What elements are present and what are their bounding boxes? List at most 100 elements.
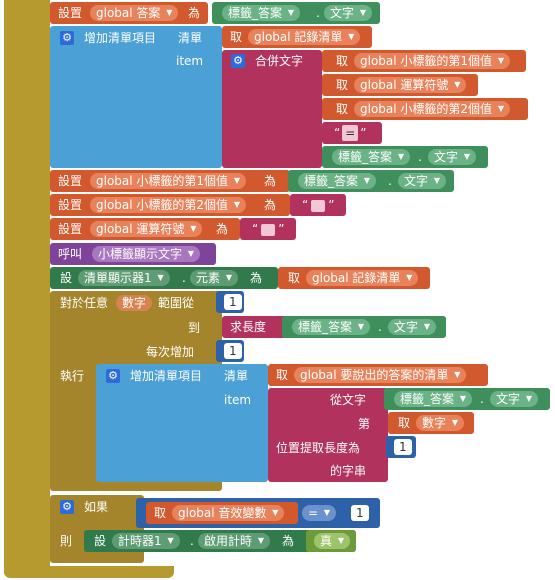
empty-string-box[interactable] — [311, 199, 326, 212]
dropdown-arrow-icon: ▼ — [348, 32, 355, 41]
dropdown-arrow-icon: ▼ — [323, 508, 331, 517]
dropdown-arrow-icon: ▼ — [433, 176, 441, 185]
variable-dropdown-first-value[interactable]: global 小標籤的第1個值▼ — [354, 53, 511, 69]
set-short-keyword: 設 — [94, 534, 107, 548]
component-dropdown[interactable]: 標籤_答案▼ — [222, 5, 301, 21]
get-keyword: 取 — [336, 54, 349, 68]
variable-dropdown-second-value[interactable]: global 小標籤的第2個值▼ — [90, 197, 247, 213]
component-dropdown-timer[interactable]: 計時器1▼ — [112, 533, 180, 549]
component-dropdown[interactable]: 標籤_答案▼ — [394, 391, 473, 407]
substring-block[interactable] — [268, 388, 388, 482]
property-dropdown[interactable]: 文字▼ — [490, 391, 539, 407]
dropdown-arrow-icon: ▼ — [190, 224, 197, 233]
number-value-length[interactable]: 1 — [394, 439, 412, 455]
number-value-step[interactable]: 1 — [224, 343, 242, 359]
length-label: 求長度 — [230, 320, 267, 334]
variable-dropdown-operator[interactable]: global 運算符號▼ — [354, 77, 467, 93]
variable-name: global 記錄清單 — [254, 30, 343, 44]
property-name: 文字 — [404, 174, 429, 188]
dot-separator: . — [190, 534, 194, 548]
add-items-label: 增加清單項目 — [84, 31, 157, 45]
component-dropdown[interactable]: 標籤_答案▼ — [292, 319, 371, 335]
component-dropdown-listview[interactable]: 清單顯示器1▼ — [78, 270, 170, 286]
join-text-block[interactable] — [222, 50, 322, 168]
variable-name: global 要說出的答案的清單 — [300, 368, 449, 382]
variable-dropdown-record-list[interactable]: global 記錄清單 ▼ — [248, 29, 361, 45]
variable-name: global 小標籤的第2個值 — [360, 102, 493, 116]
property-dropdown[interactable]: 文字▼ — [428, 149, 477, 165]
dot-separator: . — [418, 150, 422, 164]
gear-icon[interactable]: ⚙ — [106, 369, 120, 383]
gear-icon[interactable]: ⚙ — [60, 500, 74, 514]
set-keyword: 設置 — [58, 198, 83, 212]
variable-dropdown-digit[interactable]: 數字▼ — [416, 415, 465, 431]
boolean-value: 真 — [320, 534, 333, 548]
item-label: item — [224, 393, 252, 407]
variable-name: global 音效變數 — [178, 506, 267, 520]
variable-dropdown-record-list[interactable]: global 記錄清單▼ — [306, 270, 419, 286]
property-name: 元素 — [196, 271, 221, 285]
to-keyword: 為 — [188, 6, 201, 20]
boolean-dropdown[interactable]: 真▼ — [314, 533, 351, 549]
string-literal-empty[interactable]: “” — [252, 222, 285, 236]
dot-separator: . — [378, 320, 382, 334]
property-name: 文字 — [434, 150, 459, 164]
variable-dropdown-sound-var[interactable]: global 音效變數▼ — [172, 505, 285, 521]
dropdown-arrow-icon: ▼ — [166, 8, 173, 17]
dropdown-arrow-icon: ▼ — [233, 176, 241, 185]
procedure-name: 小標籤顯示文字 — [98, 247, 183, 261]
property-dropdown[interactable]: 文字▼ — [324, 5, 373, 21]
string-value[interactable]: = — [342, 125, 359, 141]
dropdown-arrow-icon: ▼ — [225, 273, 233, 282]
property-dropdown[interactable]: 文字 ▼ — [398, 173, 447, 189]
variable-dropdown-second-value[interactable]: global 小標籤的第2個值▼ — [354, 101, 511, 117]
component-name: 標籤_答案 — [338, 150, 393, 164]
variable-dropdown-first-value[interactable]: global 小標籤的第1個值▼ — [90, 173, 247, 189]
get-keyword: 取 — [336, 102, 349, 116]
by-step-label: 每次增加 — [146, 345, 195, 359]
operator-value: = — [308, 506, 319, 520]
gear-icon[interactable]: ⚙ — [231, 54, 245, 68]
dropdown-arrow-icon: ▼ — [359, 8, 367, 17]
to-keyword: 為 — [264, 174, 277, 188]
empty-string-box[interactable] — [261, 223, 276, 236]
list-label: 清單 — [224, 369, 249, 383]
string-literal-empty[interactable]: “” — [302, 198, 335, 212]
set-keyword: 設置 — [58, 222, 83, 236]
compare-operator-dropdown[interactable]: =▼ — [302, 505, 337, 521]
property-name: 啟用計時 — [204, 534, 253, 548]
variable-name: 數字 — [122, 296, 147, 310]
number-value-from[interactable]: 1 — [224, 294, 242, 310]
property-dropdown-timer-enabled[interactable]: 啟用計時▼ — [198, 533, 271, 549]
variable-dropdown-answer[interactable]: global 答案▼ — [90, 5, 179, 21]
dropdown-arrow-icon: ▼ — [497, 56, 505, 65]
property-dropdown[interactable]: 文字▼ — [388, 319, 437, 335]
dropdown-arrow-icon: ▼ — [454, 370, 461, 379]
property-dropdown-elements[interactable]: 元素 ▼ — [190, 270, 239, 286]
variable-dropdown-speak-list[interactable]: global 要說出的答案的清單 ▼ — [294, 367, 467, 383]
variable-dropdown-operator[interactable]: global 運算符號▼ — [90, 221, 203, 237]
loop-variable-dropdown[interactable]: 數字 — [116, 295, 153, 311]
add-items-block[interactable] — [50, 26, 222, 168]
variable-name: 數字 — [422, 416, 447, 430]
component-dropdown[interactable]: 標籤_答案▼ — [332, 149, 411, 165]
add-items-block-inner[interactable] — [96, 364, 268, 482]
dropdown-arrow-icon: ▼ — [233, 200, 241, 209]
dropdown-arrow-icon: ▼ — [157, 273, 164, 282]
event-block-frame[interactable] — [4, 0, 50, 578]
dropdown-arrow-icon: ▼ — [167, 536, 174, 545]
substring-label: 的字串 — [330, 464, 367, 478]
dropdown-arrow-icon: ▼ — [287, 8, 295, 17]
from-range-label: 範圍從 — [158, 296, 195, 310]
property-name: 文字 — [394, 320, 419, 334]
to-keyword: 為 — [264, 198, 277, 212]
dot-separator: . — [316, 6, 320, 20]
component-dropdown[interactable]: 標籤_答案▼ — [298, 173, 377, 189]
gear-icon[interactable]: ⚙ — [60, 31, 74, 45]
for-each-label: 對於任意 — [60, 296, 109, 310]
dropdown-arrow-icon: ▼ — [187, 249, 195, 258]
procedure-dropdown[interactable]: 小標籤顯示文字 ▼ — [92, 246, 201, 262]
string-literal-equals[interactable]: “=” — [334, 125, 367, 141]
number-value-compare[interactable]: 1 — [351, 505, 369, 521]
dropdown-arrow-icon: ▼ — [459, 394, 467, 403]
